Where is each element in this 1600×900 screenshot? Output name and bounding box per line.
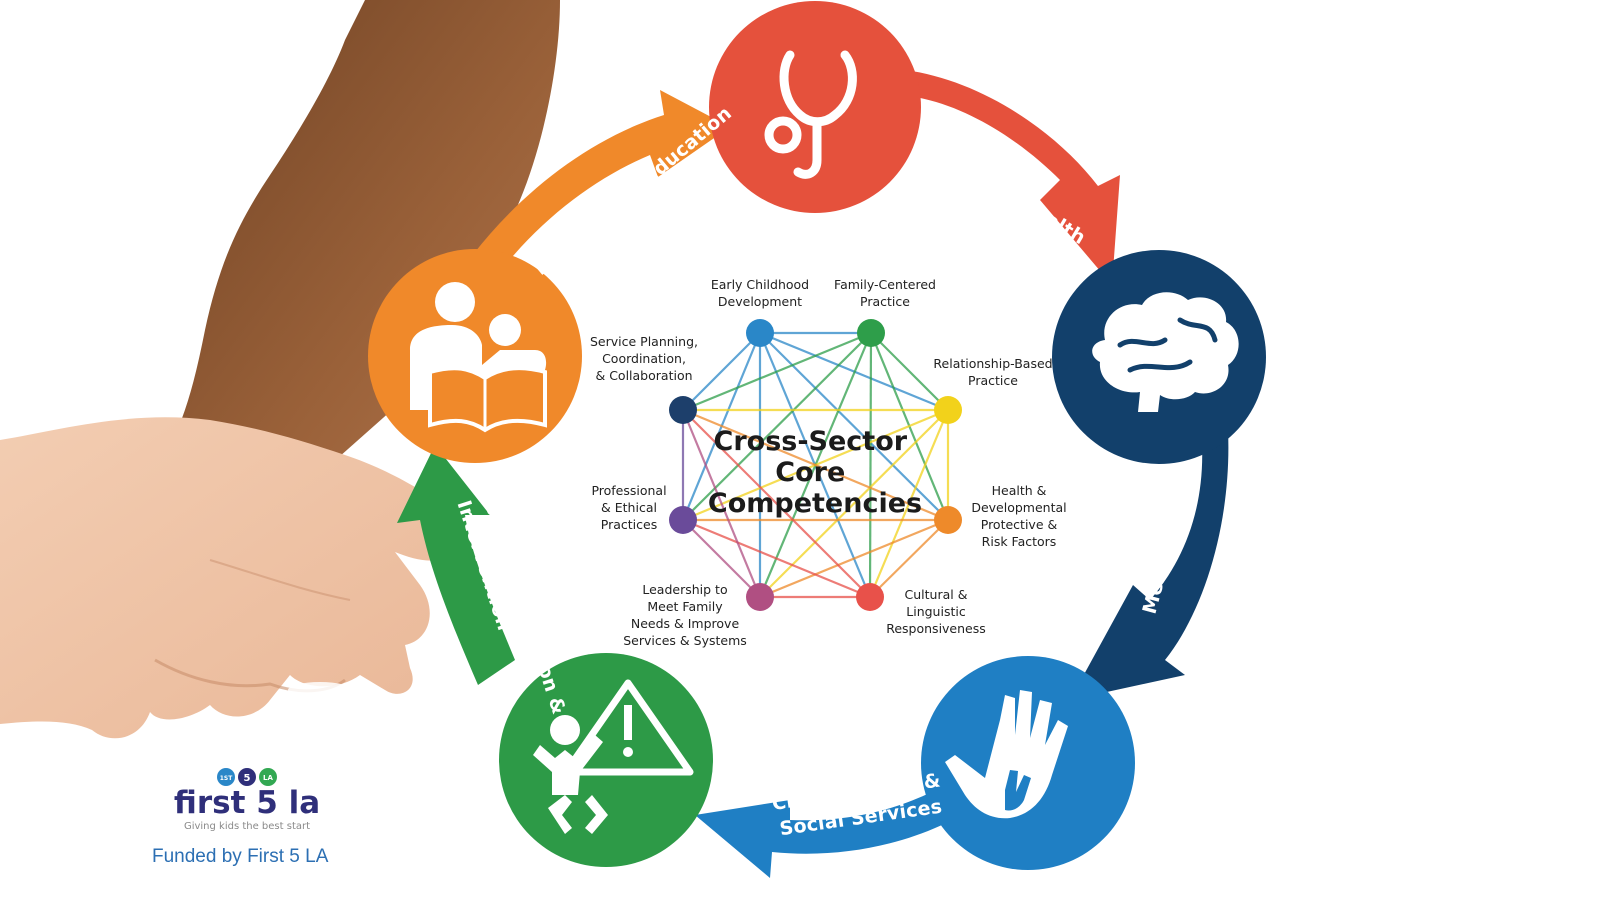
holding-hands-illustration <box>0 0 560 739</box>
network-edge <box>682 331 872 412</box>
competency-network <box>669 319 962 611</box>
network-edge <box>759 409 949 598</box>
arrow-physical-to-mental <box>900 70 1120 285</box>
network-edge <box>759 332 949 521</box>
logo-badge-dot-3 <box>259 768 277 786</box>
sector-circle-physical-health <box>709 1 921 213</box>
competency-node <box>934 506 962 534</box>
arrow-early-id-to-early-care <box>397 445 515 685</box>
network-edge <box>681 409 762 598</box>
network-edge <box>682 408 949 522</box>
svg-text:5: 5 <box>244 773 251 784</box>
competency-node <box>746 319 774 347</box>
first5la-logo: 1ST 5 LA first 5 la Giving kids the best… <box>174 768 320 832</box>
cycle-arrows <box>397 70 1229 878</box>
competency-node <box>934 396 962 424</box>
competency-node <box>856 583 884 611</box>
competency-node <box>746 583 774 611</box>
arrow-early-care-to-physical <box>458 90 730 300</box>
hub-title: Cross-Sector Core Competencies <box>708 426 922 519</box>
logo-badge-dot-2 <box>238 768 256 786</box>
brain-icon <box>1092 292 1239 412</box>
child-warning-icon <box>533 679 694 834</box>
hands-icon <box>945 690 1068 819</box>
competency-label: Service Planning,Coordination,& Collabor… <box>590 334 698 383</box>
logo-badge-dot-1 <box>217 768 235 786</box>
network-edge <box>759 518 949 599</box>
logo-tagline: Giving kids the best start <box>184 821 310 832</box>
network-edge <box>870 332 949 411</box>
reading-adult-child-icon <box>410 282 547 433</box>
competency-node <box>669 506 697 534</box>
network-edge <box>868 332 873 598</box>
funded-by-text: Funded by First 5 LA <box>152 846 329 867</box>
competency-node <box>669 396 697 424</box>
network-edge <box>682 518 871 599</box>
svg-text:1ST: 1ST <box>220 775 233 782</box>
logo-wordmark: first 5 la <box>174 785 320 821</box>
network-nodes <box>669 319 962 611</box>
network-edges <box>681 331 950 599</box>
network-edge <box>682 332 761 411</box>
network-edge <box>869 519 949 598</box>
arrow-child-welfare-to-early-id <box>695 772 985 878</box>
competency-node <box>857 319 885 347</box>
network-edge <box>682 409 871 598</box>
network-edge <box>682 519 761 598</box>
svg-text:LA: LA <box>263 774 273 782</box>
stethoscope-icon <box>764 50 857 179</box>
arrow-mental-to-child-welfare <box>1070 420 1229 700</box>
